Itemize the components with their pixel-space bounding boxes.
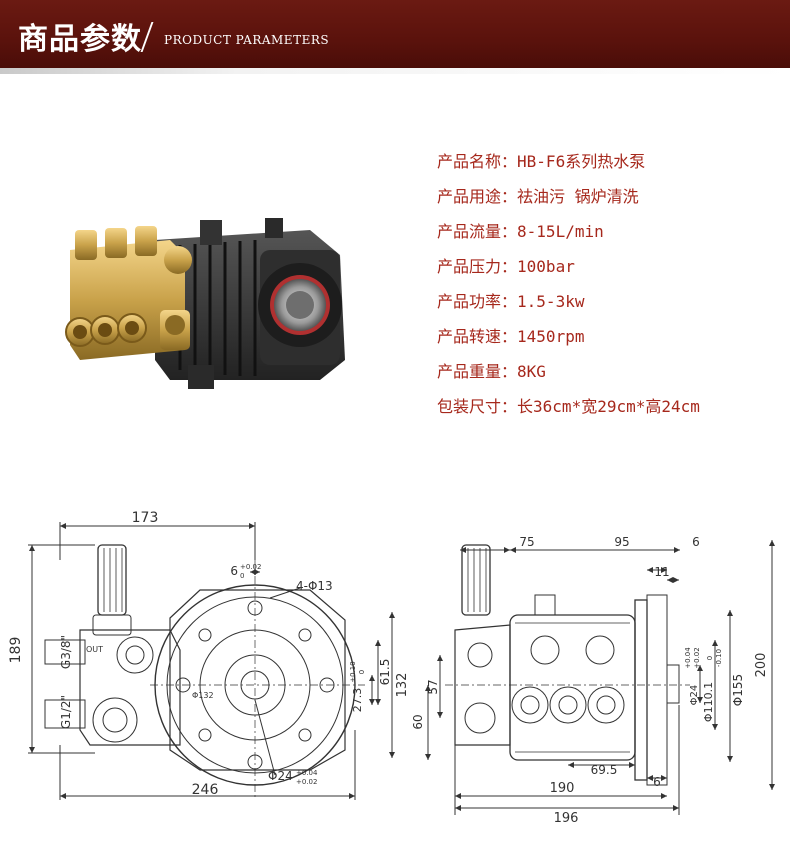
dim-200: 200	[754, 653, 769, 678]
outer-dia: Φ155	[731, 674, 745, 706]
side-view-drawing	[425, 540, 775, 815]
dim-height-left: 189	[8, 637, 24, 664]
side-shaft-dia: Φ24	[689, 685, 700, 706]
param-value: 8-15L/min	[517, 222, 604, 241]
dim-6-top: 6	[692, 535, 700, 549]
pump-brass-manifold	[65, 226, 192, 360]
dim-holes: 4-Φ13	[296, 579, 333, 593]
param-colon: ：	[501, 257, 518, 276]
param-label: 产品功率	[437, 292, 502, 311]
param-colon: ：	[501, 222, 518, 241]
dim-key-width: 6	[230, 564, 238, 578]
flange-dia: Φ110.1	[702, 682, 715, 722]
side-shaft-dia-tol-upper: +0.04	[684, 647, 692, 669]
param-label: 产品压力	[437, 257, 502, 276]
dim-75: 75	[519, 535, 534, 549]
param-colon: ：	[501, 292, 518, 311]
param-row: 产品压力：100bar	[437, 253, 777, 288]
param-row: 产品功率：1.5-3kw	[437, 288, 777, 323]
param-label: 产品重量	[437, 362, 502, 381]
dim-57: 57	[426, 679, 440, 694]
param-value: 8KG	[517, 362, 546, 381]
side-view-labels: 75 95 6 11 57 60 69.5 6 190 196 Φ24 +0.0…	[411, 535, 769, 826]
front-view-labels: 173 246 189 G3/8" G1/2" OUT 6 +0.02 0 4-…	[8, 510, 410, 798]
dim-shaft-height-tol-lower: 0	[358, 670, 366, 674]
dim-width-bottom: 246	[192, 782, 219, 798]
technical-drawings: 173 246 189 G3/8" G1/2" OUT 6 +0.02 0 4-…	[8, 510, 775, 826]
param-label: 产品用途	[437, 187, 502, 206]
dim-shaft-height: 27.3	[351, 688, 364, 713]
dim-196: 196	[554, 811, 579, 826]
port-out-label: OUT	[86, 645, 103, 654]
param-label: 包装尺寸	[437, 397, 502, 416]
dim-61: 61.5	[378, 659, 392, 686]
param-colon: ：	[501, 327, 518, 346]
dim-60: 60	[411, 714, 425, 729]
front-view-drawing	[28, 522, 395, 800]
param-colon: ：	[501, 397, 518, 416]
banner-subtitle: PRODUCT PARAMETERS	[164, 33, 330, 47]
param-row: 产品名称：HB-F6系列热水泵	[437, 148, 777, 183]
dim-69-5: 69.5	[591, 763, 618, 777]
dim-95: 95	[614, 535, 629, 549]
pump-product-photo	[65, 218, 345, 389]
flange-dia-tol-upper: 0	[706, 656, 714, 660]
dim-6-bottom: 6	[653, 775, 661, 789]
dim-width-top: 173	[132, 510, 159, 526]
dim-key-tol-upper: +0.02	[240, 563, 261, 571]
side-shaft-dia-tol-lower: +0.02	[693, 647, 701, 668]
param-colon: ：	[501, 187, 518, 206]
param-row: 产品流量：8-15L/min	[437, 218, 777, 253]
param-value: 1450rpm	[517, 327, 585, 346]
param-row: 产品重量：8KG	[437, 358, 777, 393]
param-value: HB-F6系列热水泵	[517, 152, 646, 171]
header-banner	[0, 0, 790, 68]
param-value: 100bar	[517, 257, 575, 276]
dim-shaft-dia-tol-lower: +0.02	[296, 778, 317, 786]
port-label-bottom: G1/2"	[59, 695, 73, 729]
dim-shaft-dia: Φ24	[268, 769, 293, 783]
param-value: 长36cm*宽29cm*高24cm	[517, 397, 700, 416]
dim-11: 11	[654, 565, 669, 579]
param-row: 产品用途：祛油污 锅炉清洗	[437, 183, 777, 218]
dim-shaft-dia-tol-upper: +0.04	[296, 769, 318, 777]
param-label: 产品名称	[437, 152, 502, 171]
param-label: 产品流量	[437, 222, 502, 241]
banner-title: 商品参数	[18, 22, 142, 57]
dim-shaft-height-tol-upper: +0.10	[349, 661, 357, 682]
flange-dia-tol-lower: -0.10	[715, 649, 723, 667]
dim-key-tol-lower: 0	[240, 572, 244, 580]
param-colon: ：	[501, 362, 518, 381]
param-row: 产品转速：1450rpm	[437, 323, 777, 358]
param-row: 包装尺寸：长36cm*宽29cm*高24cm	[437, 393, 777, 428]
dim-132: 132	[395, 673, 410, 698]
dim-190: 190	[550, 781, 575, 796]
parameter-list: 产品名称：HB-F6系列热水泵 产品用途：祛油污 锅炉清洗 产品流量：8-15L…	[437, 148, 777, 428]
param-value: 祛油污 锅炉清洗	[517, 187, 639, 206]
banner-fold	[0, 68, 790, 74]
param-value: 1.5-3kw	[517, 292, 585, 311]
param-colon: ：	[501, 152, 518, 171]
pump-crankcase	[155, 218, 345, 389]
dim-small-dia: Φ132	[192, 691, 214, 700]
port-label-top: G3/8"	[59, 635, 73, 669]
param-label: 产品转速	[437, 327, 502, 346]
